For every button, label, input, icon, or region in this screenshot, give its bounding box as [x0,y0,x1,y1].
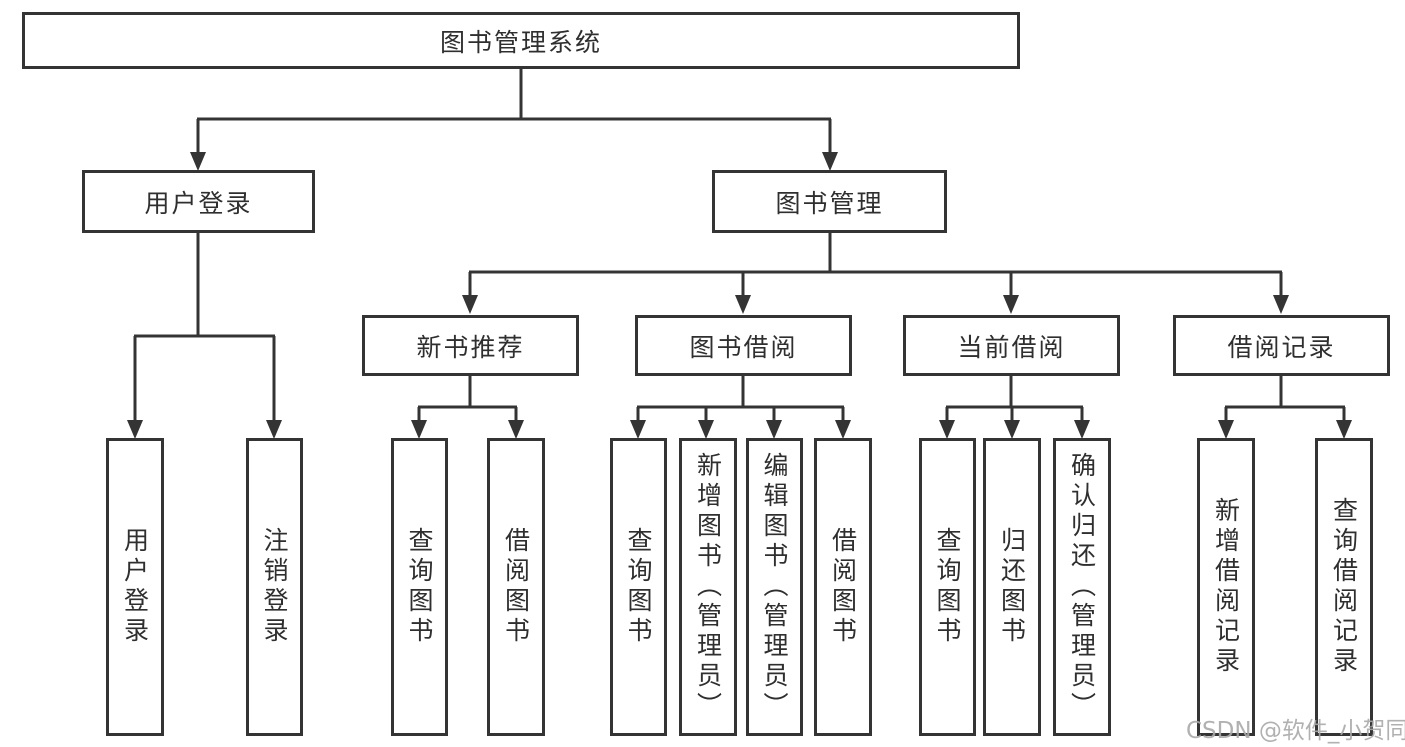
node-user-login: 用户登录 [82,170,315,233]
node-borrow-records-label: 借阅记录 [1227,332,1336,362]
arrowheads-leaves [127,420,1352,439]
leaf-br-add-record-label: 新增借阅记录 [1211,497,1241,677]
leaf-rec-borrow-books: 借阅图书 [487,438,545,736]
connector-newbookrec-children [417,374,518,421]
leaf-user-login-label: 用户登录 [120,527,150,647]
leaf-logout-label: 注销登录 [260,527,289,647]
node-new-book-rec-label: 新书推荐 [416,332,525,362]
leaf-cb-return-books-label: 归还图书 [997,527,1027,647]
arrowheads-level3 [462,295,1289,314]
connector-userlogin-children [133,231,276,421]
watermark: CSDN @软件_小贺同学 [1186,718,1405,744]
leaf-br-query-record-label: 查询借阅记录 [1329,497,1359,677]
connector-currentborrow-children [945,374,1084,421]
node-root-label: 图书管理系统 [439,27,602,57]
leaf-br-add-record: 新增借阅记录 [1197,438,1255,736]
leaf-bb-borrow-books-label: 借阅图书 [828,527,858,647]
leaf-bb-borrow-books: 借阅图书 [814,438,872,736]
leaf-logout: 注销登录 [246,438,303,736]
leaf-br-query-record: 查询借阅记录 [1315,438,1373,736]
leaf-rec-query-books: 查询图书 [391,438,448,736]
arrowheads-level2 [190,152,838,171]
leaf-rec-query-books-label: 查询图书 [405,527,434,647]
node-book-mgmt: 图书管理 [712,170,947,233]
leaf-bb-add-books-admin-label: 新增图书（管理员） [693,452,723,722]
leaf-cb-confirm-return-admin: 确认归还（管理员） [1053,438,1111,736]
node-current-borrow-label: 当前借阅 [957,332,1066,362]
node-root: 图书管理系统 [22,12,1020,69]
node-book-borrow: 图书借阅 [635,315,852,376]
leaf-bb-add-books-admin: 新增图书（管理员） [679,438,737,736]
leaf-bb-edit-books-admin-label: 编辑图书（管理员） [760,452,789,722]
node-book-borrow-label: 图书借阅 [689,332,798,362]
node-borrow-records: 借阅记录 [1173,315,1390,376]
node-user-login-label: 用户登录 [144,188,253,218]
leaf-bb-query-books: 查询图书 [610,438,667,736]
node-new-book-rec: 新书推荐 [362,315,579,376]
connector-bookmgmt-to-level3 [468,231,1283,296]
connector-root-to-level2 [196,69,832,153]
leaf-cb-query-books-label: 查询图书 [933,527,962,647]
leaf-rec-borrow-books-label: 借阅图书 [501,527,531,647]
leaf-cb-confirm-return-admin-label: 确认归还（管理员） [1067,452,1097,722]
connector-borrowrecords-children [1224,374,1346,421]
leaf-cb-query-books: 查询图书 [919,438,976,736]
node-book-mgmt-label: 图书管理 [775,188,884,218]
leaf-bb-edit-books-admin: 编辑图书（管理员） [746,438,803,736]
leaf-bb-query-books-label: 查询图书 [624,527,653,647]
leaf-cb-return-books: 归还图书 [983,438,1041,736]
node-current-borrow: 当前借阅 [903,315,1120,376]
leaf-user-login: 用户登录 [106,438,164,736]
connector-bookborrow-children [636,374,845,421]
